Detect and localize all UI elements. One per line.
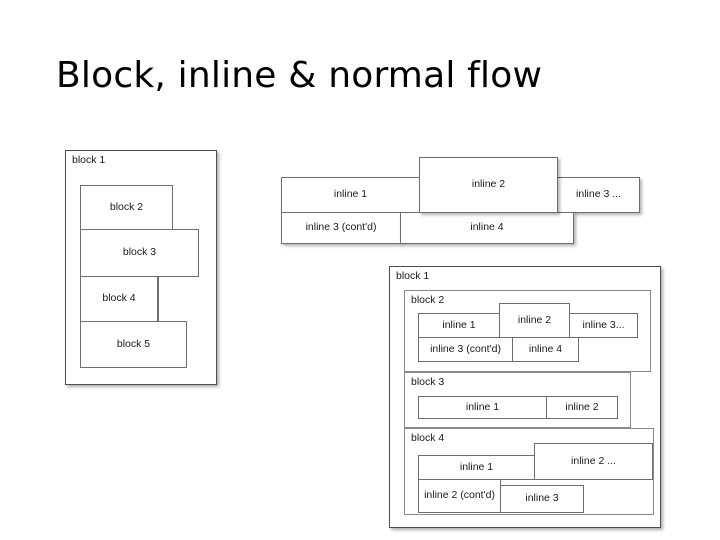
combined-b4-inline-1-label: inline 1 xyxy=(459,460,494,473)
inline-2-box: inline 2 xyxy=(419,157,558,213)
combined-block-2-label: block 2 xyxy=(411,294,445,306)
block-2-label: block 2 xyxy=(109,200,144,213)
combined-b2-inline-3-contd-box: inline 3 (cont'd) xyxy=(418,337,513,362)
combined-b2-inline-3-start-label: inline 3... xyxy=(582,318,625,331)
combined-b4-inline-1-box: inline 1 xyxy=(418,455,535,480)
combined-b2-inline-4-label: inline 4 xyxy=(528,342,563,355)
combined-b4-inline-3-label: inline 3 xyxy=(525,492,559,505)
block-5-label: block 5 xyxy=(116,337,151,350)
combined-b3-inline-1-box: inline 1 xyxy=(418,396,547,419)
combined-b2-inline-3-start-box: inline 3... xyxy=(569,313,638,338)
combined-b4-inline-2-contd-label: inline 2 (cont'd) xyxy=(424,489,495,502)
combined-b2-inline-1-label: inline 1 xyxy=(442,318,476,331)
combined-b2-inline-1-box: inline 1 xyxy=(418,313,500,338)
inline-1-label: inline 1 xyxy=(333,188,368,201)
combined-b3-inline-1-label: inline 1 xyxy=(465,400,500,413)
block-1-label: block 1 xyxy=(72,154,106,166)
combined-block-1-label: block 1 xyxy=(396,270,430,282)
combined-b4-inline-2-start-label: inline 2 ... xyxy=(571,454,616,467)
inline-3-start-box: inline 3 ... xyxy=(557,177,640,213)
inline-4-box: inline 4 xyxy=(400,212,574,244)
combined-block-3-label: block 3 xyxy=(411,376,445,388)
inline-3-contd-box: inline 3 (cont'd) xyxy=(281,212,401,244)
inline-3-start-label: inline 3 ... xyxy=(576,188,621,201)
combined-b3-inline-2-label: inline 2 xyxy=(565,400,599,413)
block-5-box: block 5 xyxy=(80,321,187,368)
inline-2-label: inline 2 xyxy=(471,178,506,191)
block-4-label: block 4 xyxy=(102,292,136,305)
combined-b4-inline-2-start-box: inline 2 ... xyxy=(534,443,653,480)
combined-b3-inline-2-box: inline 2 xyxy=(546,396,618,419)
inline-4-label: inline 4 xyxy=(470,221,504,234)
combined-b4-inline-3-box: inline 3 xyxy=(500,485,584,513)
inline-3-contd-label: inline 3 (cont'd) xyxy=(305,221,377,234)
block-3-box: block 3 xyxy=(80,229,199,277)
inline-1-box: inline 1 xyxy=(281,177,420,213)
combined-b4-inline-2-contd-box: inline 2 (cont'd) xyxy=(418,479,501,513)
combined-b2-inline-4-box: inline 4 xyxy=(512,337,579,362)
combined-block-4-label: block 4 xyxy=(411,432,445,444)
block-2-box: block 2 xyxy=(80,185,173,230)
combined-b2-inline-2-label: inline 2 xyxy=(517,313,552,326)
block-4-box: block 4 xyxy=(80,276,158,322)
combined-b2-inline-2-box: inline 2 xyxy=(499,303,570,338)
page-title: Block, inline & normal flow xyxy=(56,55,543,96)
block-3-label: block 3 xyxy=(122,246,157,259)
combined-b2-inline-3-contd-label: inline 3 (cont'd) xyxy=(430,342,501,355)
